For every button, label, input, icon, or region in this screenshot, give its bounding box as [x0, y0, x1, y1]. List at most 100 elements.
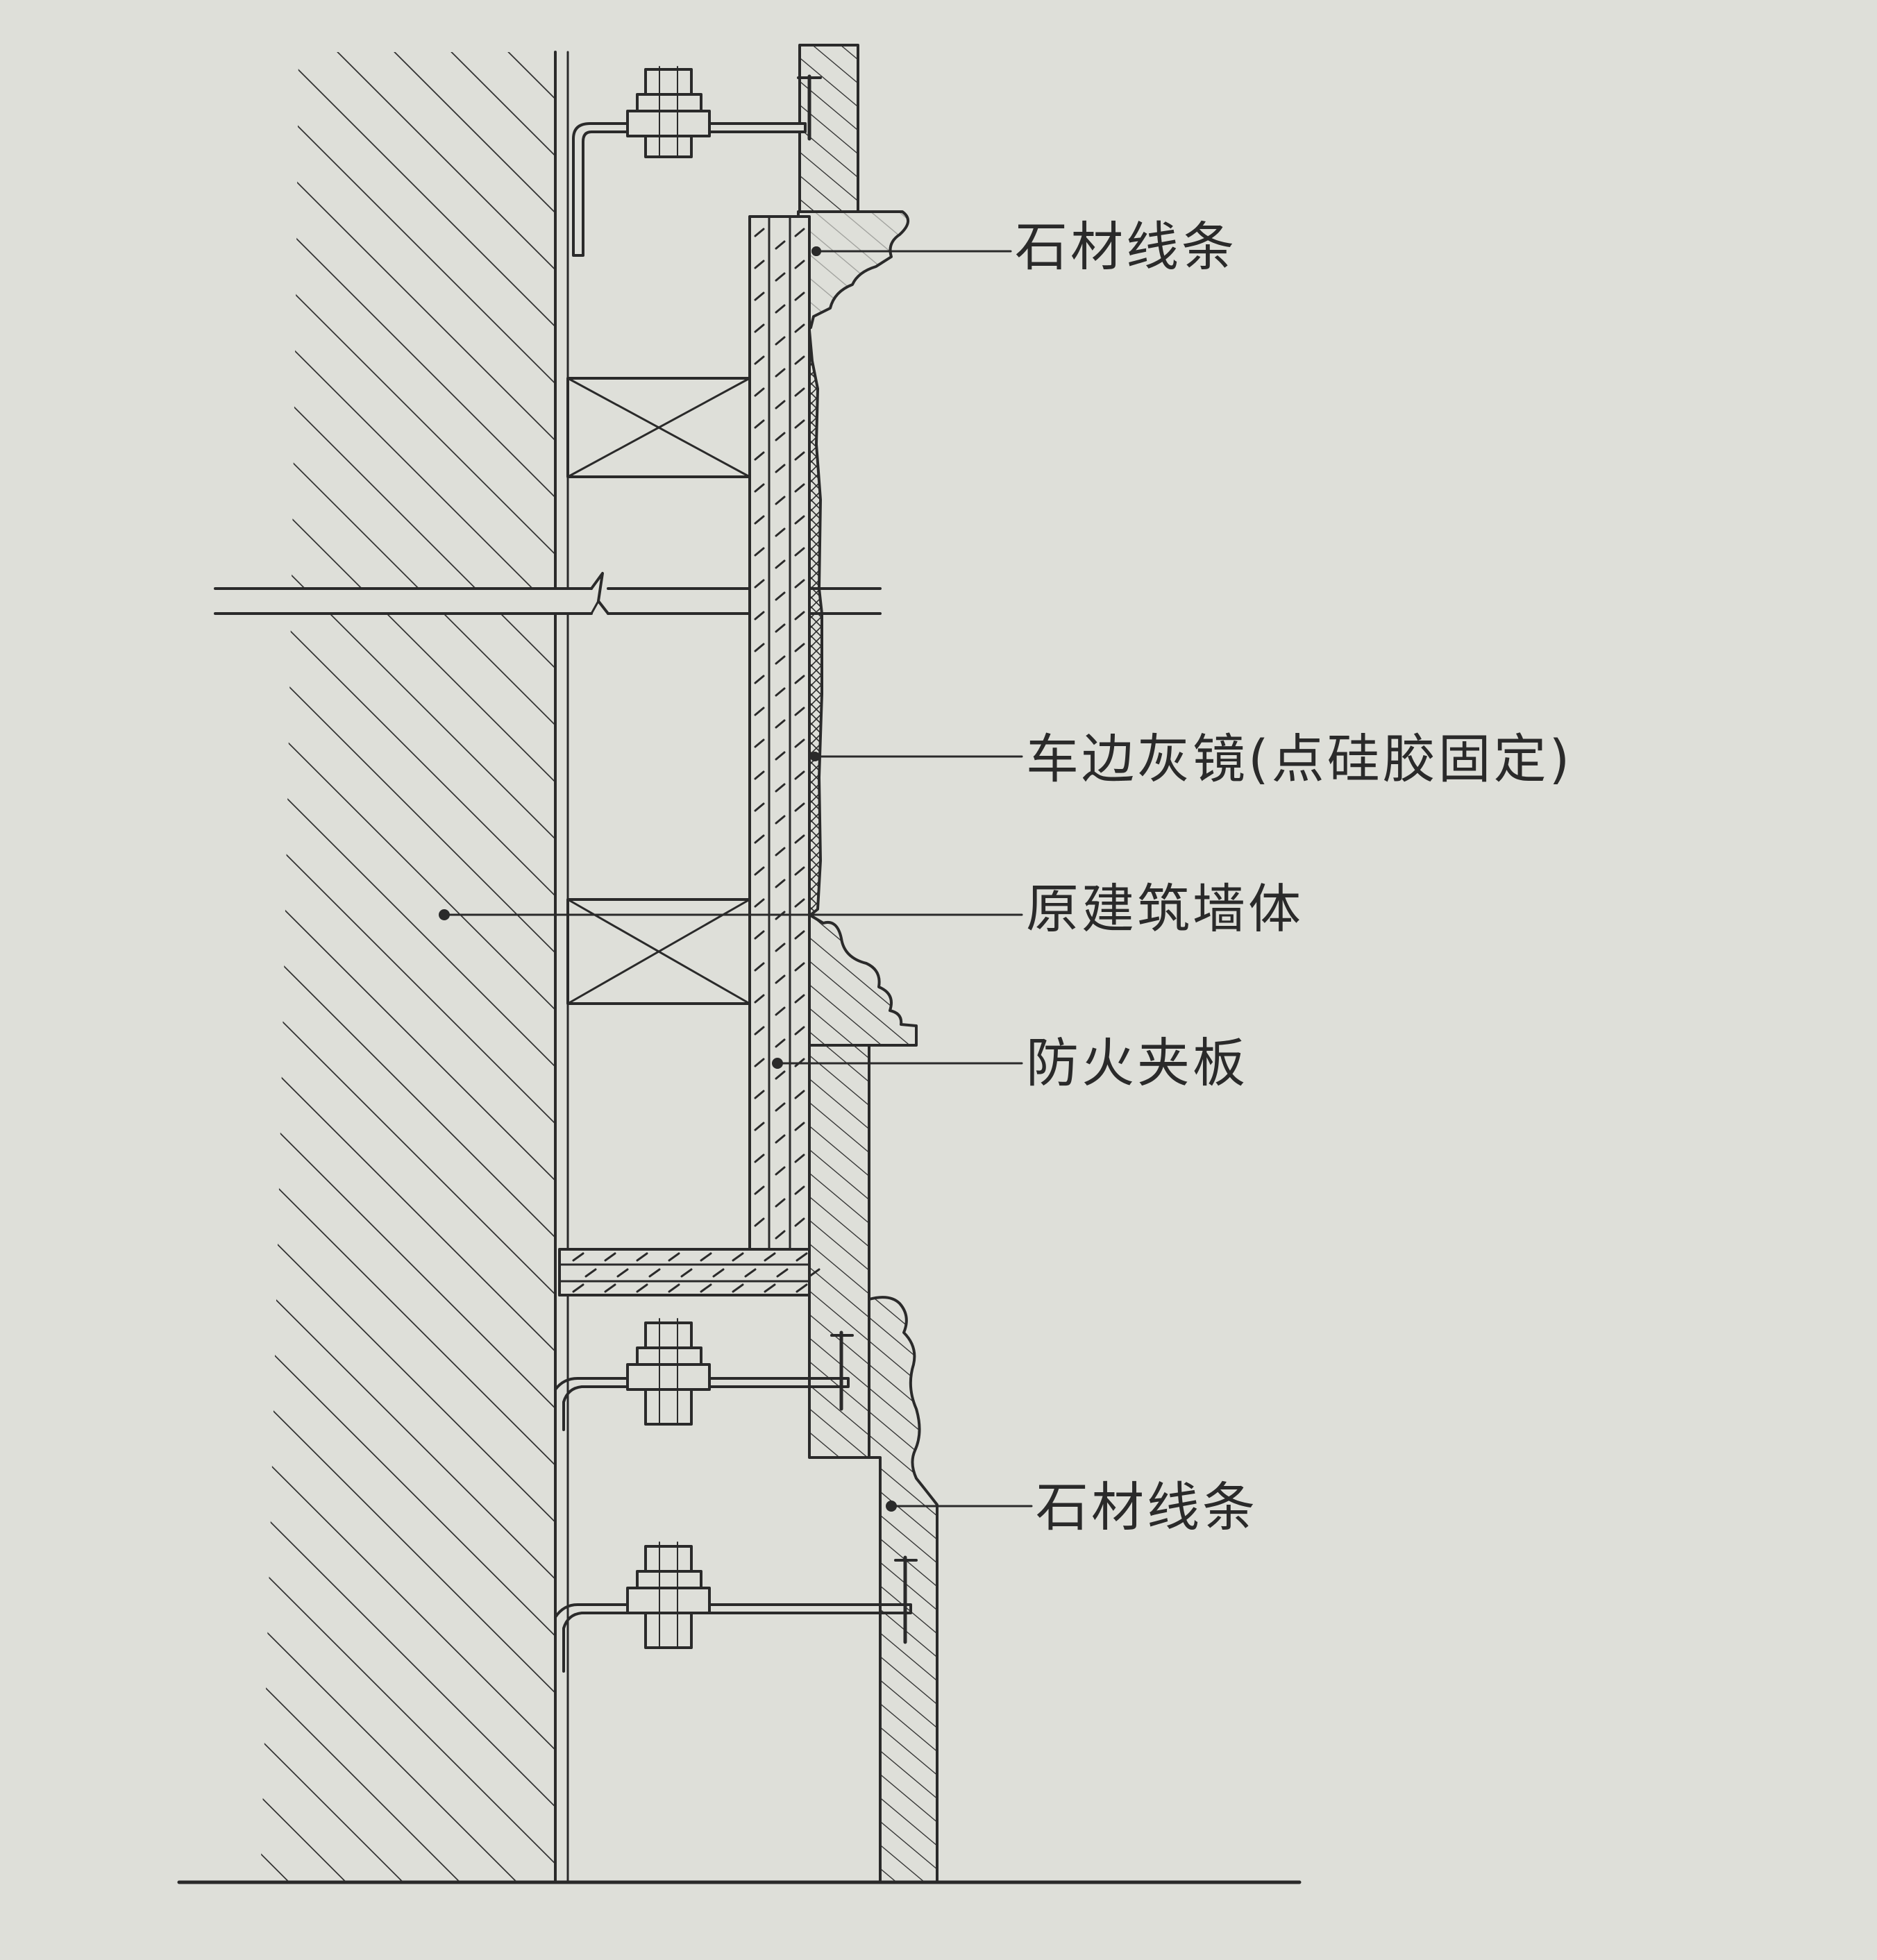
grain-tick — [775, 1198, 786, 1208]
middle-bolt — [626, 1318, 711, 1426]
grey-mirror — [808, 329, 823, 916]
grain-tick — [776, 1268, 789, 1278]
grain-tick — [754, 355, 765, 365]
grain-tick — [754, 1154, 765, 1163]
bottom-steel-bracket — [554, 1541, 918, 1673]
grain-tick — [764, 1283, 776, 1293]
grain-tick — [754, 323, 765, 333]
grain-tick — [775, 847, 786, 856]
grain-tick — [754, 387, 765, 397]
grain-tick — [648, 1268, 661, 1278]
top-bolt — [626, 66, 822, 158]
grain-tick — [754, 515, 765, 525]
grain-tick — [584, 1268, 597, 1278]
grain-tick — [775, 1070, 786, 1080]
fire-board-ticks — [754, 228, 805, 1240]
grain-tick — [794, 962, 805, 972]
grain-tick — [794, 1185, 805, 1195]
grain-tick — [754, 866, 765, 876]
grain-tick — [775, 272, 786, 282]
grain-tick — [775, 974, 786, 984]
bottom-bolt — [626, 1541, 711, 1649]
grain-tick — [754, 834, 765, 844]
grain-tick — [775, 1166, 786, 1176]
grain-tick — [775, 527, 786, 537]
grain-tick — [604, 1252, 616, 1262]
grain-tick — [775, 432, 786, 441]
grain-tick — [754, 1026, 765, 1036]
grain-tick — [794, 802, 805, 812]
grain-tick — [775, 591, 786, 601]
grain-tick — [754, 994, 765, 1004]
grain-tick — [754, 1090, 765, 1099]
grain-tick — [794, 1122, 805, 1131]
grain-tick — [794, 355, 805, 365]
grain-tick — [775, 1038, 786, 1048]
label-fire-board: 防火夹板 — [1026, 1032, 1248, 1094]
grain-tick — [794, 547, 805, 557]
grain-tick — [775, 879, 786, 888]
grain-tick — [572, 1283, 584, 1293]
grain-tick — [636, 1283, 648, 1293]
grain-tick — [794, 1154, 805, 1163]
grain-tick — [775, 751, 786, 761]
grain-tick — [700, 1252, 712, 1262]
grain-tick — [775, 304, 786, 314]
grain-tick — [796, 1252, 808, 1262]
grain-tick — [754, 1217, 765, 1227]
middle-stone-moulding — [808, 913, 918, 1047]
grain-tick — [794, 643, 805, 652]
grain-tick — [775, 368, 786, 378]
grain-tick — [796, 1283, 808, 1293]
grain-tick — [700, 1283, 712, 1293]
grain-tick — [794, 898, 805, 908]
grain-tick — [754, 292, 765, 301]
grain-tick — [794, 930, 805, 940]
grain-tick — [744, 1268, 757, 1278]
grain-tick — [754, 260, 765, 269]
grain-tick — [754, 228, 765, 237]
grain-tick — [775, 815, 786, 825]
grain-tick — [754, 483, 765, 493]
grain-tick — [668, 1252, 680, 1262]
grain-tick — [754, 419, 765, 429]
grain-tick — [775, 655, 786, 665]
grain-tick — [794, 579, 805, 589]
grain-tick — [794, 994, 805, 1004]
grain-tick — [754, 930, 765, 940]
grain-tick — [794, 866, 805, 876]
shelf-ticks — [572, 1252, 820, 1293]
lower-stone-moulding — [868, 1296, 938, 1884]
grain-tick — [572, 1252, 584, 1262]
grain-tick — [775, 623, 786, 633]
grain-tick — [775, 1006, 786, 1016]
grain-tick — [775, 783, 786, 793]
grain-tick — [775, 1134, 786, 1144]
grain-tick — [712, 1268, 725, 1278]
existing-wall — [260, 51, 569, 1884]
grain-tick — [794, 387, 805, 397]
grain-tick — [775, 559, 786, 569]
grain-tick — [775, 1230, 786, 1240]
grain-tick — [794, 323, 805, 333]
grain-tick — [764, 1252, 776, 1262]
grain-tick — [775, 400, 786, 409]
grain-tick — [732, 1283, 744, 1293]
grain-tick — [732, 1252, 744, 1262]
grain-tick — [754, 962, 765, 972]
grain-tick — [754, 611, 765, 620]
grain-tick — [794, 515, 805, 525]
upper-stone-moulding — [797, 210, 909, 332]
lower-stone-cladding — [808, 1044, 870, 1459]
grain-tick — [794, 1217, 805, 1227]
grain-tick — [794, 834, 805, 844]
grain-tick — [754, 547, 765, 557]
grain-tick — [794, 675, 805, 684]
fire-board-shelf — [558, 1248, 820, 1296]
grain-tick — [754, 770, 765, 780]
label-stone-moulding-top: 石材线条 — [1015, 216, 1237, 278]
grain-tick — [775, 336, 786, 346]
label-existing-wall: 原建筑墙体 — [1026, 878, 1304, 940]
grain-tick — [775, 687, 786, 697]
